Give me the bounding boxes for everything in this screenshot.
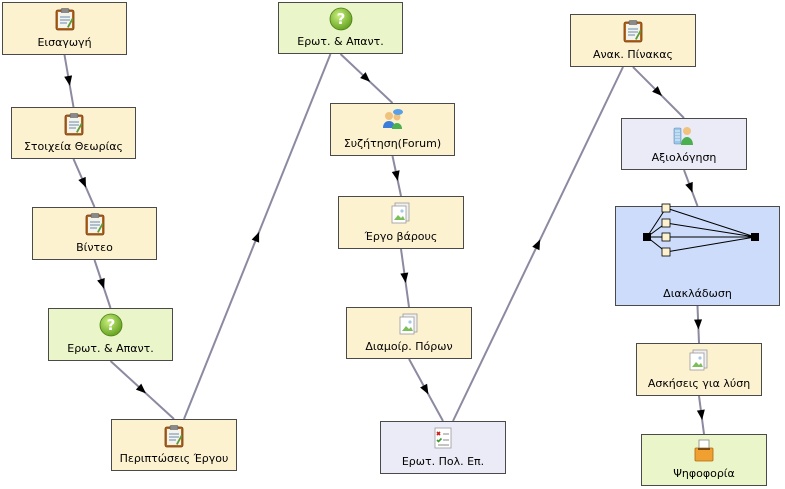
document-image-icon [687,348,711,372]
svg-text:?: ? [106,316,115,334]
forum-users-icon [381,108,405,132]
arrow-head-n13-n14 [694,319,703,330]
activity-label: Διαμοίρ. Πόρων [365,340,453,353]
activity-node-branching[interactable]: Διακλάδωση [615,203,780,306]
activity-node-project-weight[interactable]: Έργο βάρους [338,196,464,249]
ballot-box-icon [692,439,716,463]
document-image-icon [389,201,413,225]
clipboard-icon [53,7,77,31]
clipboard-icon [62,112,86,136]
arrow-head-n11-n12 [652,86,663,97]
activity-node-resource-sharing[interactable]: Διαμοίρ. Πόρων [346,307,472,359]
arrow-head-n7-n8 [391,170,400,181]
activity-node-noticeboard[interactable]: Ανακ. Πίνακας [570,14,696,67]
activity-label: Συζήτηση(Forum) [343,137,442,150]
arrow-head-n4-n5 [135,383,146,394]
clipboard-icon [83,212,107,236]
activity-node-video[interactable]: Βίντεο [32,207,157,260]
activity-node-qa[interactable]: ? Ερωτ. & Απαντ. [48,308,173,361]
activity-label: Περιπτώσεις Έργου [119,452,229,465]
arrow-head-n12-n13 [685,181,693,193]
activity-label: Ανακ. Πίνακας [593,48,673,61]
arrow-head-n10-n11 [532,239,541,251]
activity-label: Ερωτ. Πολ. Επ. [401,455,485,468]
activity-node-forum[interactable]: Συζήτηση(Forum) [330,103,455,156]
arrow-head-n6-n7 [360,72,371,82]
clipboard-icon [621,19,645,43]
activity-label: Ερωτ. & Απαντ. [67,342,154,355]
question-icon: ? [329,7,353,31]
activity-label: Ψηφοφορία [673,467,735,480]
arrow-head-n1-n2 [64,75,73,86]
arrow-head-n5-n6 [251,231,260,243]
activity-label: Ερωτ. & Απαντ. [297,35,384,48]
activity-node-multiple-choice[interactable]: Ερωτ. Πολ. Επ. [380,421,506,474]
activity-label: Βίντεο [76,241,113,254]
activity-label: Στοιχεία Θεωρίας [23,140,124,153]
activity-node-exercises[interactable]: Ασκήσεις για λύση [636,343,762,396]
activity-node-assessment[interactable]: Αξιολόγηση [621,118,747,170]
activity-label: Αξιολόγηση [651,151,717,164]
checklist-icon [431,426,455,450]
activity-node-qa-2[interactable]: ? Ερωτ. & Απαντ. [278,2,403,54]
svg-text:?: ? [336,10,345,28]
question-icon: ? [99,313,123,337]
activity-node-project-cases[interactable]: Περιπτώσεις Έργου [111,419,237,471]
arrow-head-n2-n3 [78,176,87,188]
grading-user-icon [672,123,696,147]
arrow-head-n9-n10 [420,383,429,395]
branching-icon [637,203,759,263]
activity-node-voting[interactable]: Ψηφοφορία [641,434,767,486]
clipboard-icon [162,424,186,448]
activity-node-theory[interactable]: Στοιχεία Θεωρίας [11,107,136,159]
activity-label: Εισαγωγή [37,36,92,49]
activity-label: Διακλάδωση [663,287,732,300]
activity-node-introduction[interactable]: Εισαγωγή [2,2,127,55]
activity-label: Ασκήσεις για λύση [647,377,751,390]
arrow-head-n3-n4 [97,277,105,289]
arrow-head-n14-n15 [696,409,705,420]
arrow-head-n8-n9 [400,272,409,283]
activity-label: Έργο βάρους [364,230,438,243]
document-image-icon [397,312,421,336]
